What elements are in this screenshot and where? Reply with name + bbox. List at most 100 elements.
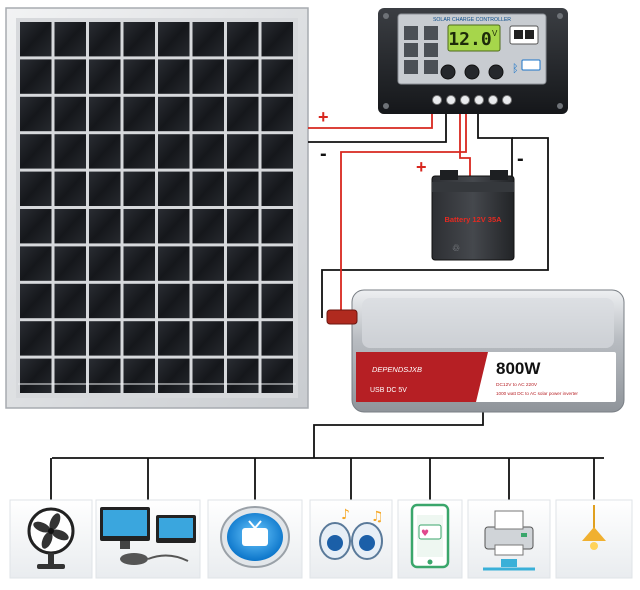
appliance-tile: ♥	[397, 499, 463, 579]
solar-cell	[261, 171, 293, 206]
solar-cell	[123, 22, 155, 57]
solar-cell	[192, 96, 224, 132]
svg-text:♫: ♫	[371, 509, 384, 525]
solar-cell	[227, 246, 259, 281]
solar-cell	[20, 96, 52, 132]
solar-cell	[261, 246, 293, 281]
wiring	[50, 112, 604, 508]
solar-cell	[54, 134, 86, 169]
inverter-power: 800W	[496, 359, 541, 378]
solar-cell	[123, 321, 155, 356]
solar-cell	[54, 209, 86, 244]
solar-cell	[20, 22, 52, 57]
solar-cell	[54, 96, 86, 132]
panel-positive-sign: +	[318, 107, 329, 127]
appliance-tile	[9, 499, 93, 579]
solar-cell	[192, 134, 224, 169]
solar-cell	[89, 171, 121, 206]
solar-cell	[158, 321, 190, 356]
battery-positive-wire	[459, 112, 471, 180]
solar-cell	[227, 22, 259, 57]
speakers-icon: ♪♫	[319, 507, 384, 560]
solar-cell	[123, 246, 155, 281]
solar-cell	[261, 209, 293, 244]
solar-cell	[227, 96, 259, 132]
controller-button-left[interactable]	[440, 64, 456, 80]
solar-cell	[123, 96, 155, 132]
solar-cell	[158, 134, 190, 169]
smartphone-icon: ♥	[410, 503, 450, 569]
solar-cell	[89, 96, 121, 132]
solar-cell	[54, 321, 86, 356]
solar-cell	[54, 22, 86, 57]
solar-cell	[158, 209, 190, 244]
solar-cell	[54, 246, 86, 281]
solar-cell	[123, 209, 155, 244]
printer-icon	[483, 510, 535, 571]
inverter-line2: 1000 watt DC to AC solar power inverter	[496, 391, 578, 396]
solar-cell	[89, 358, 121, 393]
solar-cell	[192, 209, 224, 244]
ceiling-light-icon	[582, 505, 606, 550]
bluetooth-icon: ᛒ	[512, 63, 519, 75]
panel-positive-wire	[308, 112, 433, 129]
computer-monitors-icon	[100, 507, 196, 565]
solar-cells	[20, 22, 293, 393]
solar-cell	[261, 134, 293, 169]
battery-negative-sign: -	[517, 148, 524, 170]
solar-cell	[20, 283, 52, 319]
solar-panel	[5, 7, 309, 409]
fan-icon	[27, 507, 75, 569]
solar-cell	[158, 283, 190, 319]
solar-cell	[227, 321, 259, 356]
terminal-screw	[446, 95, 456, 105]
battery: Battery 12V 35A ♲	[431, 170, 515, 261]
solar-cell	[20, 246, 52, 281]
solar-cell	[20, 209, 52, 244]
solar-cell	[89, 134, 121, 169]
controller-display-value: 12.0	[448, 29, 491, 50]
solar-cell	[227, 283, 259, 319]
solar-cell	[192, 22, 224, 57]
solar-cell	[123, 134, 155, 169]
inverter-usb-label: USB DC 5V	[370, 387, 407, 394]
output-main-wire	[313, 410, 484, 458]
appliance-tile	[207, 499, 303, 579]
solar-cell	[192, 171, 224, 206]
terminal-screw	[432, 95, 442, 105]
controller-terminals	[432, 95, 512, 105]
solar-cell	[227, 59, 259, 94]
solar-cell	[261, 283, 293, 319]
battery-label: Battery 12V 35A	[444, 215, 502, 224]
terminal-screw	[474, 95, 484, 105]
solar-cell	[20, 321, 52, 356]
solar-cell	[192, 59, 224, 94]
inverter-line1: DC12V to AC 220V	[496, 382, 538, 388]
solar-cell	[261, 22, 293, 57]
solar-cell	[227, 358, 259, 393]
solar-cell	[89, 246, 121, 281]
solar-cell	[123, 283, 155, 319]
panel-negative-sign: -	[320, 143, 327, 165]
solar-cell	[192, 358, 224, 393]
solar-cell	[227, 209, 259, 244]
solar-cell	[20, 171, 52, 206]
solar-cell	[54, 59, 86, 94]
controller-button-middle[interactable]	[464, 64, 480, 80]
solar-cell	[20, 134, 52, 169]
controller-display-unit: V	[492, 29, 498, 38]
solar-cell	[89, 283, 121, 319]
appliance-tile	[95, 499, 201, 579]
solar-cell	[123, 358, 155, 393]
solar-cell	[54, 358, 86, 393]
solar-cell	[227, 134, 259, 169]
battery-positive-sign: +	[416, 157, 427, 177]
usb-port-icon	[509, 25, 539, 45]
controller-button-right[interactable]	[488, 64, 504, 80]
inverter-positive-wire	[340, 112, 467, 318]
solar-cell	[192, 283, 224, 319]
svg-text:♥: ♥	[421, 529, 429, 539]
solar-cell	[54, 283, 86, 319]
charge-controller: SOLAR CHARGE CONTROLLER 12.0 V ᛒ	[378, 8, 568, 114]
